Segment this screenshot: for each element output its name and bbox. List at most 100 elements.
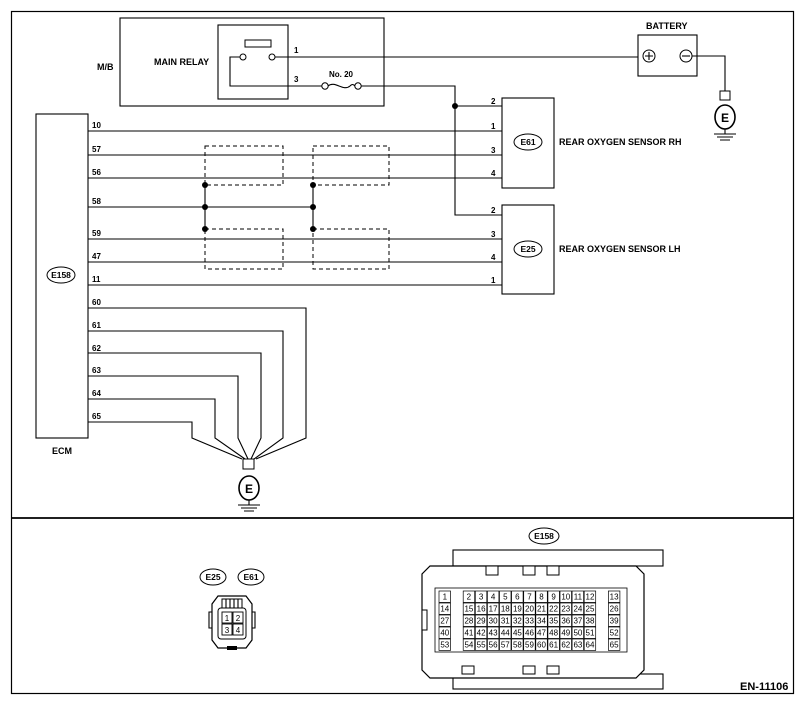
ecm-label: ECM — [52, 446, 72, 456]
large-connector-pin-cell — [487, 590, 500, 603]
ecm-ground-letter: E — [245, 482, 253, 496]
large-connector-pin: 6 — [515, 593, 520, 602]
shield-junction — [310, 204, 316, 210]
large-connector-pin: 16 — [477, 605, 486, 614]
ground-wire-63 — [88, 375, 249, 460]
large-connector-pin: 40 — [440, 629, 449, 638]
large-connector-pin: 42 — [477, 629, 486, 638]
sensor-rh-pin: 2 — [491, 97, 496, 106]
large-connector-pin-cell — [583, 614, 597, 627]
large-connector-pin: 35 — [549, 617, 558, 626]
large-connector-pin-cell — [559, 626, 572, 639]
large-connector-pin: 39 — [610, 617, 619, 626]
large-connector-pin: 10 — [561, 593, 570, 602]
battery-plus-icon — [645, 52, 653, 60]
large-connector-pin: 8 — [539, 593, 544, 602]
large-connector-side-key — [421, 609, 428, 631]
large-connector-pin-cell — [571, 626, 584, 639]
large-connector-pin: 32 — [513, 617, 522, 626]
shield-box — [204, 145, 284, 186]
large-connector-pin: 26 — [610, 605, 619, 614]
large-connector-pin-cell — [523, 626, 536, 639]
large-connector-pin-cell — [487, 602, 500, 615]
sensor-lh-connector-label: E25 — [520, 244, 535, 254]
small-connector-latch-detail — [225, 599, 239, 608]
large-connector-pin-cell — [583, 626, 597, 639]
large-connector-latch — [461, 665, 475, 675]
large-connector-pin: 30 — [489, 617, 498, 626]
small-connector-badge-e61 — [237, 568, 265, 586]
large-connector-pin: 7 — [527, 593, 532, 602]
large-connector-pin: 18 — [501, 605, 510, 614]
small-connector-pin-cell — [221, 623, 233, 636]
fuse-element — [327, 83, 356, 89]
document-id: EN-11106 — [740, 681, 788, 693]
large-connector-pin: 38 — [586, 617, 595, 626]
large-connector-pin-cell — [535, 614, 548, 627]
large-connector-pin: 49 — [561, 629, 570, 638]
large-connector-pin: 59 — [525, 641, 534, 650]
large-connector-pin-cell — [571, 614, 584, 627]
fuse-wire-out — [361, 85, 502, 216]
large-connector-pin-cell — [559, 602, 572, 615]
ecm-pin: 60 — [92, 298, 101, 307]
large-connector-pin-cell — [487, 626, 500, 639]
shield-box — [312, 228, 390, 270]
large-connector-pin: 21 — [537, 605, 546, 614]
diagram-frame — [10, 10, 795, 695]
small-connector-pin-cell — [232, 611, 244, 624]
large-connector-pin-cell — [438, 590, 451, 603]
large-connector-pin: 61 — [549, 641, 558, 650]
small-connector-label: E25 — [205, 572, 220, 582]
relay-coil — [244, 39, 272, 48]
small-connector-pin: 2 — [236, 614, 241, 623]
ecm-pin: 56 — [92, 168, 101, 177]
large-connector-pin-cell — [559, 590, 572, 603]
large-connector-pin-cell — [499, 590, 512, 603]
sensor-rh-connector-badge — [513, 133, 543, 151]
large-connector-pin: 4 — [491, 593, 496, 602]
relay-pin-3: 3 — [294, 75, 299, 84]
large-connector-pin: 22 — [549, 605, 558, 614]
ecm-pin: 63 — [92, 366, 101, 375]
large-connector-pin-cell — [547, 626, 560, 639]
battery-ground-letter: E — [721, 111, 729, 125]
large-connector-pin-cell — [523, 602, 536, 615]
large-connector-pin-cell — [462, 590, 476, 603]
ground-wire-65 — [88, 421, 243, 460]
large-connector-pin-cell — [438, 602, 451, 615]
large-connector-pin-cell — [523, 614, 536, 627]
large-connector-pin-cell — [559, 614, 572, 627]
large-connector-pin: 5 — [503, 593, 508, 602]
large-connector-pin-cell — [462, 626, 476, 639]
ecm-pin: 11 — [92, 275, 101, 284]
large-connector-pin: 53 — [440, 641, 449, 650]
large-connector-pin: 60 — [537, 641, 546, 650]
relay-pin-1: 1 — [294, 46, 299, 55]
large-connector-pin-cell — [571, 602, 584, 615]
sensor-lh-pin: 3 — [491, 230, 496, 239]
ecm-pin: 61 — [92, 321, 101, 330]
large-connector-pin-cell — [608, 638, 621, 651]
large-connector-pin-cell — [583, 638, 597, 651]
fuse-terminal-left — [321, 82, 329, 90]
large-connector-pin-cell — [535, 638, 548, 651]
ecm-pin: 64 — [92, 389, 101, 398]
ecm-connector-badge — [46, 266, 76, 284]
large-connector-pin: 54 — [464, 641, 473, 650]
small-connector-bottom-key — [227, 646, 237, 650]
large-connector-pin: 41 — [464, 629, 473, 638]
large-connector-latch — [522, 565, 536, 576]
small-connector-pin: 3 — [225, 626, 230, 635]
large-connector-pin: 62 — [561, 641, 570, 650]
ecm-connector-label: E158 — [51, 270, 71, 280]
junction-fuse — [452, 103, 458, 109]
sensor-lh-pin: 2 — [491, 206, 496, 215]
ground-wire-60 — [88, 307, 307, 460]
relay-internal-wire — [229, 56, 288, 87]
mb-label: M/B — [97, 62, 114, 72]
large-connector-pin-cell — [487, 638, 500, 651]
ecm-pin: 47 — [92, 252, 101, 261]
large-connector-top-tab — [452, 549, 664, 567]
large-connector-pin: 56 — [489, 641, 498, 650]
